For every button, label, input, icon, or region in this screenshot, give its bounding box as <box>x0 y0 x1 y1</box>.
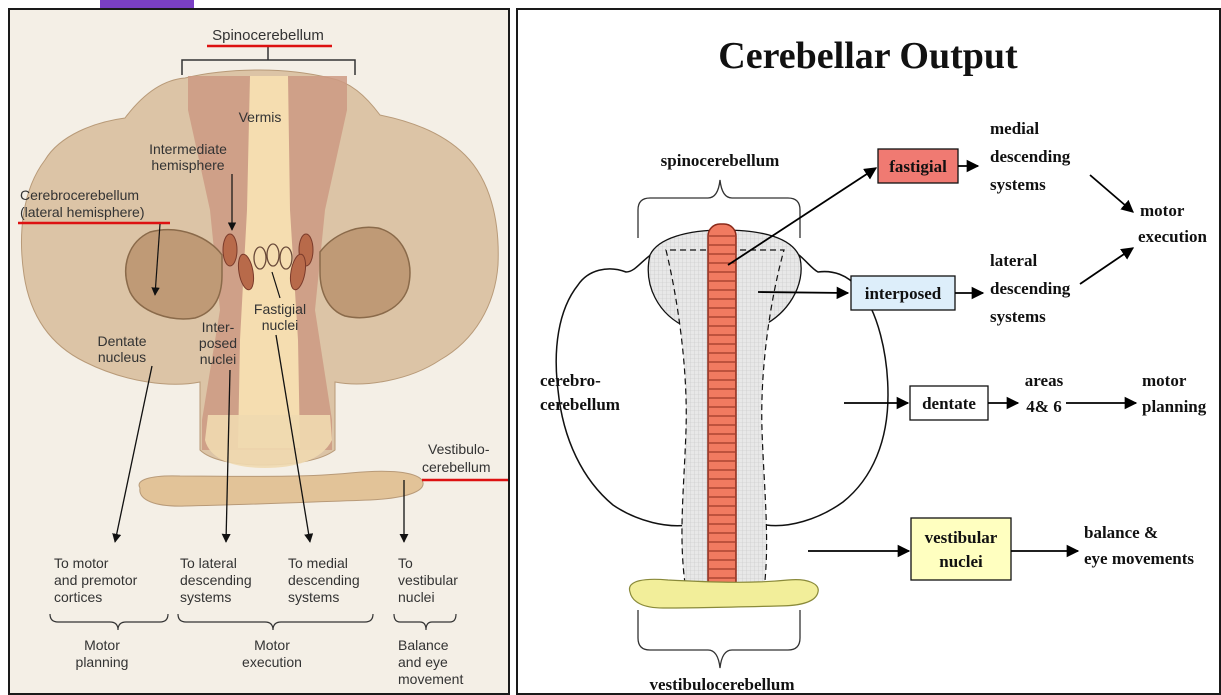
fastigial-nucleus-3 <box>280 247 292 269</box>
vestibulocerebellum-label-1: Vestibulo- <box>428 441 490 457</box>
medial-descending-label-1: medial <box>990 119 1039 138</box>
function-balance-1: Balance <box>398 637 449 653</box>
cerebrocerebellum-label-2: cerebellum <box>540 395 620 414</box>
dentate-nucleus-label-1: Dentate <box>97 333 146 349</box>
spinocerebellum-label: spinocerebellum <box>661 151 780 170</box>
intermediate-hemisphere-label-1: Intermediate <box>149 141 227 157</box>
interposed-nucleus-left-1 <box>223 234 237 266</box>
lateral-descending-label-3: systems <box>990 307 1046 326</box>
arrow-medial-to-motor-execution <box>1090 175 1133 212</box>
motor-execution-brace <box>178 614 373 630</box>
vestibulocerebellum-label: vestibulocerebellum <box>649 675 794 694</box>
output-medial-descending-1: To medial <box>288 555 348 571</box>
left-diagram: Spinocerebellum Vermis Intermediate hemi… <box>10 10 510 695</box>
output-vestibular-nuclei-3: nuclei <box>398 589 435 605</box>
interposed-nuclei-label-2: posed <box>199 335 237 351</box>
motor-planning-label-2: planning <box>1142 397 1207 416</box>
function-motor-execution-2: execution <box>242 654 302 670</box>
interposed-box: interposed <box>851 276 955 310</box>
fastigial-nucleus-1 <box>254 247 266 269</box>
fastigial-box: fastigial <box>878 149 958 183</box>
vestibulocerebellum-shape <box>139 471 423 506</box>
output-medial-descending-3: systems <box>288 589 339 605</box>
vestibular-nuclei-box: vestibular nuclei <box>911 518 1011 580</box>
dentate-nucleus-left <box>126 230 222 319</box>
dentate-nucleus-right <box>320 227 410 317</box>
vestibulocerebellum-brace <box>638 610 800 668</box>
output-motor-cortices-2: and premotor <box>54 572 138 588</box>
interposed-nuclei-label-1: Inter- <box>202 319 235 335</box>
fastigial-box-label: fastigial <box>889 157 947 176</box>
arrow-vermis-to-fastigial <box>728 168 876 265</box>
left-panel-cerebellum-illustration: Spinocerebellum Vermis Intermediate hemi… <box>8 8 510 695</box>
motor-execution-label-1: motor <box>1140 201 1185 220</box>
function-motor-planning-1: Motor <box>84 637 120 653</box>
balance-label-1: balance & <box>1084 523 1158 542</box>
areas-label-2: 4& 6 <box>1026 397 1061 416</box>
areas-label-1: areas <box>1025 371 1064 390</box>
interposed-nuclei-label-3: nuclei <box>200 351 237 367</box>
intermediate-hemisphere-label-2: hemisphere <box>151 157 224 173</box>
output-vestibular-nuclei-1: To <box>398 555 413 571</box>
vermis-ladder <box>708 224 736 594</box>
motor-execution-label-2: execution <box>1138 227 1207 246</box>
balance-brace <box>394 614 456 630</box>
spinocerebellum-label: Spinocerebellum <box>212 27 324 44</box>
motor-planning-label-1: motor <box>1142 371 1187 390</box>
lateral-descending-label-2: descending <box>990 279 1071 298</box>
fastigial-nuclei-label-2: nuclei <box>262 317 299 333</box>
dentate-nucleus-label-2: nucleus <box>98 349 146 365</box>
output-lateral-descending-2: descending <box>180 572 252 588</box>
fastigial-nucleus-2 <box>267 244 279 266</box>
function-balance-3: movement <box>398 671 463 687</box>
output-medial-descending-2: descending <box>288 572 360 588</box>
motor-planning-brace <box>50 614 168 630</box>
cerebrocerebellum-label-1: cerebro- <box>540 371 601 390</box>
function-motor-execution-1: Motor <box>254 637 290 653</box>
fastigial-nuclei-label-1: Fastigial <box>254 301 306 317</box>
diagram-title: Cerebellar Output <box>718 35 1018 77</box>
medial-descending-label-3: systems <box>990 175 1046 194</box>
output-lateral-descending-1: To lateral <box>180 555 237 571</box>
cerebrocerebellum-label-1: Cerebrocerebellum <box>20 187 139 203</box>
balance-label-2: eye movements <box>1084 549 1194 568</box>
function-balance-2: and eye <box>398 654 448 670</box>
medial-descending-label-2: descending <box>990 147 1071 166</box>
dentate-box-label: dentate <box>922 394 976 413</box>
output-motor-cortices-1: To motor <box>54 555 109 571</box>
output-vestibular-nuclei-2: vestibular <box>398 572 458 588</box>
right-panel-cerebellar-output: Cerebellar Output spinocerebellum vestib… <box>516 8 1221 695</box>
dentate-box: dentate <box>910 386 988 420</box>
cerebrocerebellum-label-2: (lateral hemisphere) <box>20 204 145 220</box>
output-motor-cortices-3: cortices <box>54 589 102 605</box>
vermis-label: Vermis <box>239 109 282 125</box>
arrow-intermediate-to-interposed <box>758 292 848 293</box>
function-motor-planning-2: planning <box>76 654 129 670</box>
vestibular-box-label-1: vestibular <box>925 528 998 547</box>
dentate-output-arrow <box>115 366 152 542</box>
arrow-lateral-to-motor-execution <box>1080 248 1133 284</box>
output-lateral-descending-3: systems <box>180 589 231 605</box>
interposed-box-label: interposed <box>865 284 942 303</box>
vestibular-box-label-2: nuclei <box>939 552 983 571</box>
vestibulocerebellum-shape <box>629 579 818 608</box>
right-diagram: Cerebellar Output spinocerebellum vestib… <box>518 10 1221 695</box>
vestibulocerebellum-label-2: cerebellum <box>422 459 490 475</box>
lateral-descending-label-1: lateral <box>990 251 1037 270</box>
